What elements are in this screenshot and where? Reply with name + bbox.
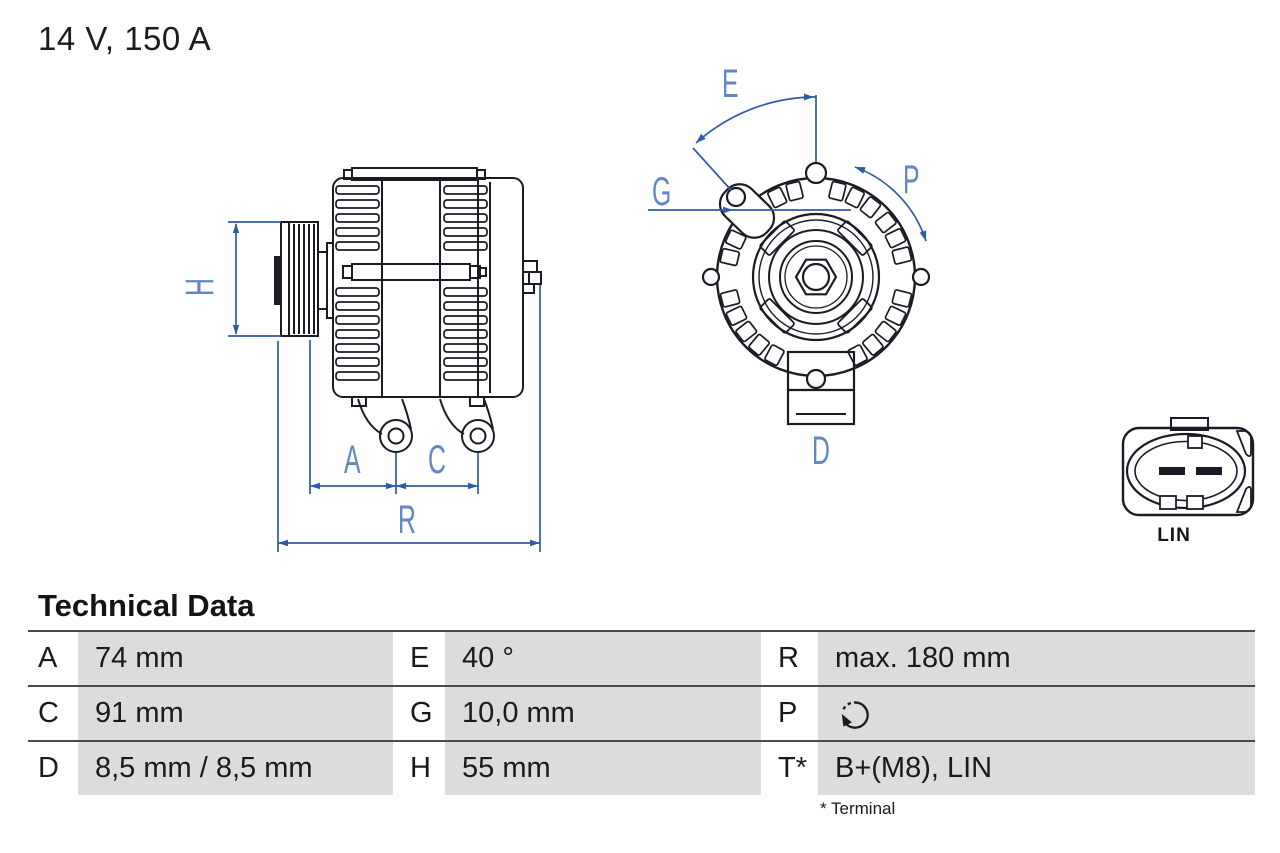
alternator-technical-drawing: H A C R E G P D LIN — [178, 62, 1255, 552]
spec-value-t: B+(M8), LIN — [818, 742, 1255, 795]
dimension-lines — [228, 95, 927, 552]
spec-label-d: D — [28, 742, 78, 795]
dim-label-h: H — [178, 278, 222, 296]
dim-label-e: E — [722, 62, 739, 106]
cooling-fins — [335, 185, 488, 381]
dim-label-c: C — [428, 438, 446, 482]
spec-label-t: T* — [761, 742, 818, 795]
housing — [332, 167, 524, 398]
page-title: 14 V, 150 A — [38, 20, 212, 57]
terminal-footnote: * Terminal — [820, 799, 896, 818]
pulley — [274, 221, 334, 337]
spec-label-e: E — [393, 632, 445, 685]
spec-label-a: A — [28, 632, 78, 685]
table-row: A 74 mm E 40 ° R max. 180 mm — [28, 630, 1255, 685]
terminal-stud — [522, 260, 542, 294]
spec-value-p — [818, 687, 1255, 740]
connector-label: LIN — [1157, 525, 1191, 546]
alternator-front-view — [701, 161, 931, 426]
dimension-arrowheads — [232, 93, 927, 547]
dim-label-a: A — [344, 438, 361, 482]
table-row: D 8,5 mm / 8,5 mm H 55 mm T* B+(M8), LIN — [28, 740, 1255, 795]
clockwise-rotation-icon — [841, 700, 869, 729]
connector-pin — [1196, 467, 1222, 475]
top-left-lug — [718, 183, 776, 239]
alternator-side-view — [274, 167, 542, 453]
dim-label-g: G — [652, 170, 671, 214]
spec-value-r: max. 180 mm — [818, 632, 1255, 685]
bottom-bracket — [786, 350, 856, 426]
technical-data-section: Technical Data A 74 mm E 40 ° R max. 180… — [28, 588, 1255, 819]
spec-label-c: C — [28, 687, 78, 740]
spec-label-p: P — [761, 687, 818, 740]
connector-pin — [1159, 467, 1185, 475]
spec-value-c: 91 mm — [78, 687, 393, 740]
shaft-nut — [794, 258, 838, 296]
dimension-letter-labels: H A C R E G P D — [178, 62, 919, 542]
spec-value-g: 10,0 mm — [445, 687, 761, 740]
dim-label-r: R — [398, 498, 416, 542]
spec-label-h: H — [393, 742, 445, 795]
lin-connector-drawing: LIN — [1121, 417, 1255, 546]
dim-label-p: P — [903, 158, 920, 202]
spec-label-g: G — [393, 687, 445, 740]
inner-rings — [751, 212, 881, 342]
spec-value-e: 40 ° — [445, 632, 761, 685]
technical-data-title: Technical Data — [38, 588, 255, 623]
connector-top-tab — [1170, 417, 1209, 431]
mounting-lugs — [351, 396, 495, 453]
table-row: C 91 mm G 10,0 mm P — [28, 685, 1255, 740]
spec-value-h: 55 mm — [445, 742, 761, 795]
connector-body — [1121, 426, 1255, 517]
rim-ears — [701, 161, 931, 390]
spec-value-a: 74 mm — [78, 632, 393, 685]
spec-label-r: R — [761, 632, 818, 685]
spec-value-d: 8,5 mm / 8,5 mm — [78, 742, 393, 795]
dim-label-d: D — [812, 429, 830, 473]
